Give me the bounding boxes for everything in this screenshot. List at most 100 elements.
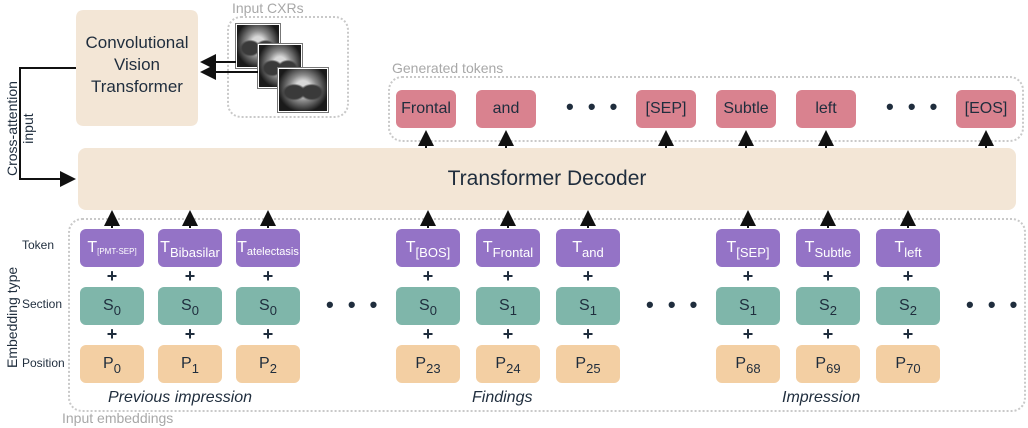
generated-tokens-frame <box>388 76 1024 142</box>
position-base: P <box>259 355 270 372</box>
section-base: S <box>259 297 270 314</box>
token-base: T <box>87 239 98 256</box>
plus-sign: + <box>742 266 754 286</box>
section-sub: 1 <box>749 302 757 318</box>
position-base: P <box>495 355 507 372</box>
plus-sign: + <box>582 266 594 286</box>
position-base: P <box>415 355 427 372</box>
embedding-ellipsis: • • • <box>966 292 1022 317</box>
plus-sign: + <box>902 324 914 344</box>
group-label-impression: Impression <box>782 389 861 406</box>
generated-token-subtle: Subtle <box>716 90 776 128</box>
embedding-ellipsis: • • • <box>646 292 702 317</box>
section-base: S <box>579 297 590 314</box>
position-base: P <box>181 355 192 372</box>
generated-ellipsis-2: • • • <box>886 94 942 119</box>
position-sub: 0 <box>113 360 121 376</box>
plus-sign: + <box>822 324 834 344</box>
cvt-encoder-title: Convolutional Vision Transformer <box>76 32 198 98</box>
cvt-title-line-1: Convolutional <box>85 33 189 52</box>
cvt-title-line-3: Transformer <box>91 77 183 96</box>
input-embeddings-frame <box>68 218 1026 412</box>
generated-token-eos: [EOS] <box>956 90 1016 128</box>
section-sub: 2 <box>829 302 837 318</box>
row-label-position: Position <box>22 356 65 370</box>
section-base: S <box>739 297 750 314</box>
position-sub: 68 <box>746 360 761 376</box>
section-sub: 0 <box>113 302 121 318</box>
token-sub: Frontal <box>492 244 534 260</box>
row-label-section: Section <box>22 297 63 311</box>
plus-sign: + <box>502 324 514 344</box>
token-base: T <box>572 239 583 256</box>
position-base: P <box>103 355 114 372</box>
plus-sign: + <box>502 266 514 286</box>
section-sub: 2 <box>909 302 917 318</box>
embedding-ellipsis: • • • <box>326 292 382 317</box>
section-sub: 0 <box>191 302 199 318</box>
plus-sign: + <box>106 266 118 286</box>
token-sub: Subtle <box>814 244 852 260</box>
position-sub: 69 <box>826 360 841 376</box>
token-base: T <box>405 239 416 256</box>
transformer-decoder: Transformer Decoder <box>78 148 1016 210</box>
cvt-title-line-2: Vision <box>114 55 160 74</box>
section-sub: 0 <box>269 302 277 318</box>
generated-token-frontal: Frontal <box>396 90 456 128</box>
plus-sign: + <box>184 324 196 344</box>
transformer-decoder-label: Transformer Decoder <box>447 167 647 190</box>
generated-token-and: and <box>476 90 536 128</box>
position-sub: 2 <box>269 360 277 376</box>
generated-tokens-label: Generated tokens <box>392 60 504 76</box>
position-sub: 25 <box>586 360 601 376</box>
section-base: S <box>819 297 830 314</box>
section-base: S <box>499 297 510 314</box>
token-sub: [BOS] <box>415 244 451 260</box>
input-cxrs-label: Input CXRs <box>232 0 304 16</box>
plus-sign: + <box>422 324 434 344</box>
position-sub: 70 <box>906 360 921 376</box>
token-base: T <box>894 239 905 256</box>
position-base: P <box>895 355 907 372</box>
input-embeddings-label: Input embeddings <box>62 410 174 426</box>
generated-token-sep: [SEP] <box>636 90 696 128</box>
section-base: S <box>103 297 114 314</box>
token-base: T <box>726 239 737 256</box>
plus-sign: + <box>106 324 118 344</box>
token-sub: left <box>904 244 922 260</box>
section-base: S <box>899 297 910 314</box>
token-sub: [PMT-SEP] <box>97 246 137 256</box>
input-cxrs-frame <box>227 16 349 118</box>
plus-sign: + <box>742 324 754 344</box>
row-label-token: Token <box>22 238 55 252</box>
token-embedding-bos: T[BOS] <box>396 229 460 267</box>
plus-sign: + <box>422 266 434 286</box>
position-base: P <box>575 355 587 372</box>
token-sub: Bibasilar <box>169 244 220 260</box>
token-base: T <box>482 239 493 256</box>
section-base: S <box>181 297 192 314</box>
generated-ellipsis: • • • <box>566 94 622 119</box>
token-embedding-sep: T[SEP] <box>716 229 780 267</box>
plus-sign: + <box>262 266 274 286</box>
plus-sign: + <box>822 266 834 286</box>
cvt-encoder: Convolutional Vision Transformer <box>76 10 198 126</box>
